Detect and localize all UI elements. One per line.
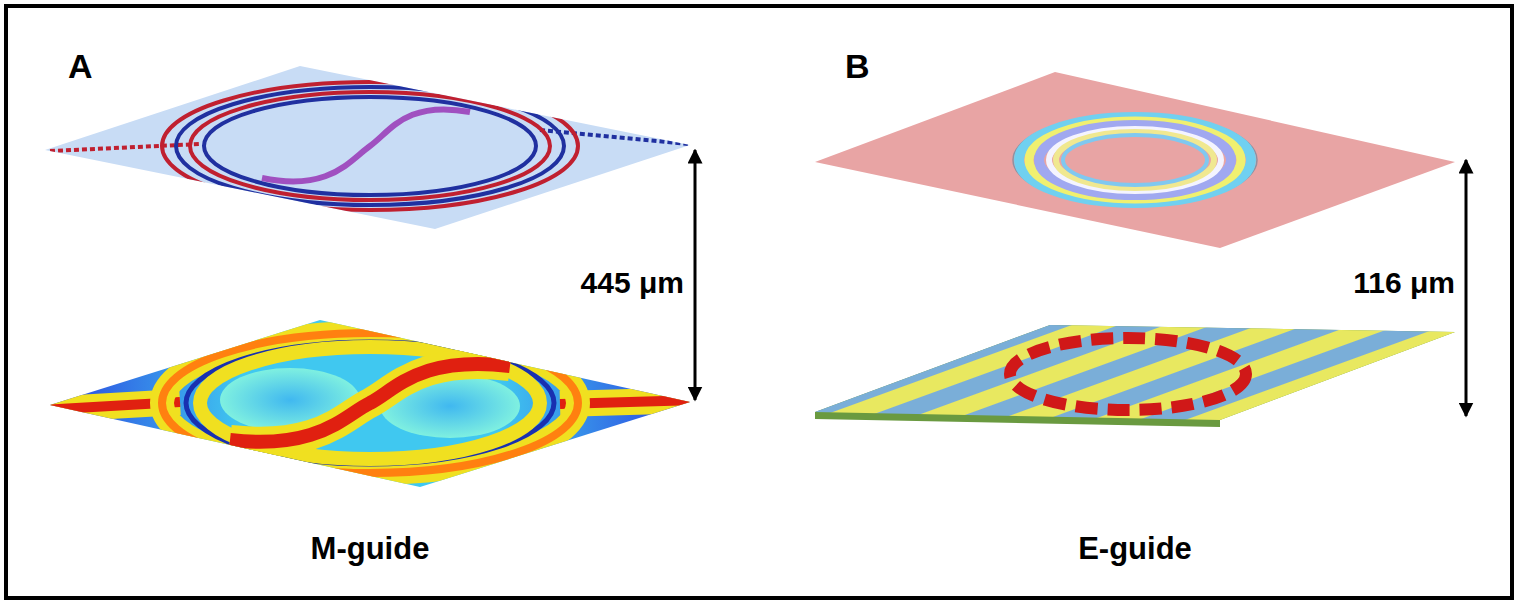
m-guide-top-plane xyxy=(45,66,690,229)
separation-arrow xyxy=(694,150,697,400)
panel-caption: M-guide xyxy=(311,532,430,566)
frame xyxy=(6,6,1512,598)
panel-caption: E-guide xyxy=(1078,532,1192,566)
panel-letter: B xyxy=(845,48,870,85)
dimension-label: 116 μm xyxy=(1353,266,1455,299)
separation-arrow xyxy=(1465,160,1468,416)
panel-letter: A xyxy=(68,48,93,85)
dimension-label: 445 μm xyxy=(581,266,684,299)
e-guide-top-plane xyxy=(815,72,1455,248)
m-guide-field-map xyxy=(40,320,700,487)
e-guide-grating xyxy=(815,325,1455,427)
